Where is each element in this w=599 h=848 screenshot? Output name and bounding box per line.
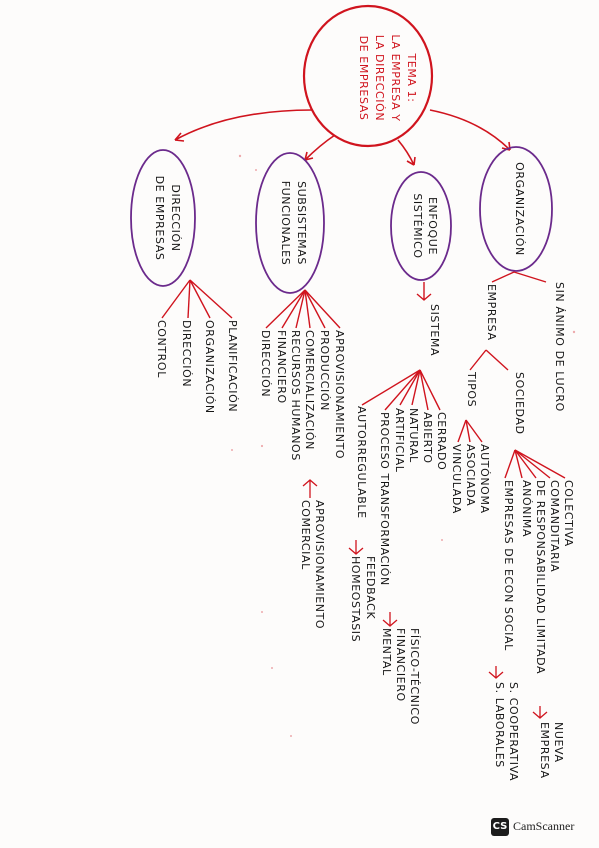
subsistemas-item-comercializacion: COMERCIALIZACIÓN [303,330,316,450]
scan-specks [231,154,576,737]
title-line-4: DE EMPRESAS [357,36,370,121]
svg-text:DIRECCIÓN: DIRECCIÓN [169,184,182,251]
direccion-item-organizacion: ORGANIZACIÓN [203,320,216,414]
direccion-arrows [161,279,233,319]
sociedad-item-comanditaria: COMANDITARIA [548,480,561,572]
subsistemas-item-recursos-humanos: RECURSOS HUMANOS [289,330,302,461]
title-text: TEMA 1: LA EMPRESA Y LA DIRECCIÓN DE EMP… [357,34,418,121]
empresa-tipos: TIPOS [465,371,478,407]
direccion-item-control: CONTROL [155,320,168,378]
title-arrows [174,109,511,166]
svg-text:DE EMPRESAS: DE EMPRESAS [153,176,166,261]
enfoque-label: ENFOQUE SISTÉMICO [411,193,439,258]
title-line-1: TEMA 1: [405,52,418,102]
empresa-arrows [469,349,509,371]
subsistemas-label: SUBSISTEMAS FUNCIONALES [279,181,308,266]
subsistemas-item-produccion: PRODUCCIÓN [318,330,331,411]
tipos-item-vinculada: VINCULADA [450,444,463,514]
autorregulable-sub-feedback: FEEDBACK [364,556,377,619]
title-ellipse [302,4,434,148]
organizacion-label: ORGANIZACIÓN [513,162,526,256]
sistema-item-abierto: ABIERTO [421,412,434,464]
direccion-item-planificacion: PLANIFICACIÓN [226,320,239,412]
subsistemas-ellipse [255,152,325,294]
subsistemas-item-financiero: FINANCIERO [275,330,288,404]
sistema-item-natural: NATURAL [407,408,420,463]
sistema-item-artificial: ARTIFICIAL [393,408,406,473]
comercializacion-arrow [302,479,318,498]
svg-text:SUBSISTEMAS: SUBSISTEMAS [295,181,308,265]
tipos-arrows [457,419,483,443]
limitada-arrow [532,706,548,719]
title-line-3: LA DIRECCIÓN [373,35,386,121]
autorregulable-arrow [348,540,364,555]
sociedad-arrows [504,449,566,479]
comercializacion-sub-comercial: COMERCIAL [299,500,312,570]
direccion-ellipse [130,149,196,287]
organizacion-sin-animo: SIN ÁNIMO DE LUCRO [553,282,566,412]
organizacion-empresa: EMPRESA [485,284,498,341]
econ-social-sub-cooperativa: S. COOPERATIVA [507,682,520,781]
svg-text:SISTÉMICO: SISTÉMICO [411,193,424,258]
camscanner-logo-icon: CS [491,818,509,836]
empresa-sociedad: SOCIEDAD [513,372,526,435]
direccion-label: DIRECCIÓN DE EMPRESAS [153,176,182,261]
sistema-item-cerrado: CERRADO [435,412,448,470]
svg-text:FUNCIONALES: FUNCIONALES [279,181,292,266]
sistema-item-proceso: PROCESO TRANSFORMACIÓN [378,412,391,586]
sociedad-item-econ-social: EMPRESAS DE ECON SOCIAL [502,480,515,651]
enfoque-ellipse [390,171,452,281]
autorregulable-sub-homeostasis: HOMEOSTASIS [349,556,362,642]
econ-social-sub-laborales: S. LABORALES [493,682,506,768]
proceso-sub-mental: MENTAL [380,628,393,676]
tipos-item-asociada: ASOCIADA [464,444,477,506]
limitada-sub-empresa: EMPRESA [538,722,551,779]
title-line-2: LA EMPRESA Y [389,34,402,121]
camscanner-watermark: CamScanner [513,819,575,833]
econ-social-arrow [488,666,504,679]
svg-text:ORGANIZACIÓN: ORGANIZACIÓN [513,162,526,256]
organizacion-ellipse [479,146,553,272]
comercializacion-sub-aprovisionamiento: APROVISIONAMIENTO [313,500,326,629]
proceso-sub-financiero: FINANCIERO [394,628,407,702]
sistema-arrow [416,282,432,301]
direccion-item-direccion: DIRECCIÓN [180,320,193,387]
sistema-arrows [361,369,441,411]
subsistemas-item-aprovisionamiento: APROVISIONAMIENTO [333,330,346,459]
sociedad-item-anonima: ANÓNIMA [520,480,533,537]
subsistemas-item-direccion: DIRECCIÓN [259,330,272,397]
sistema-item-autorregulable: AUTORREGULABLE [355,406,368,519]
organizacion-arrows [491,271,547,283]
subsistemas-arrows [265,289,341,329]
sociedad-item-limitada: DE RESPONSABILIDAD LIMITADA [534,480,547,674]
sociedad-item-colectiva: COLECTIVA [562,480,575,547]
tipos-item-autonoma: AUTÓNOMA [478,444,491,514]
proceso-arrow [382,612,398,627]
sistema-label: SISTEMA [428,304,441,356]
svg-text:ENFOQUE: ENFOQUE [426,197,439,255]
limitada-sub-nueva: NUEVA [552,722,565,763]
proceso-sub-fisico-tecnico: FÍSICO-TÉCNICO [408,628,421,725]
